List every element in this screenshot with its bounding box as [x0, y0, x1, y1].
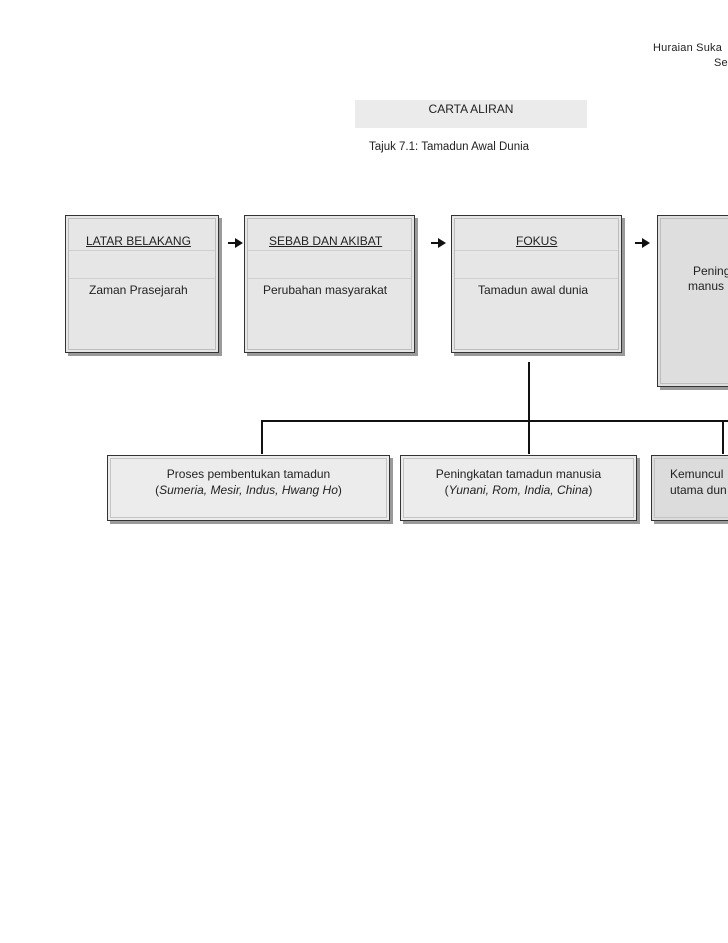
connector-drop-2: [528, 420, 530, 454]
connector-drop-1: [261, 420, 263, 454]
branch-examples: Sumeria, Mesir, Indus, Hwang Ho: [159, 483, 338, 497]
branch-line-2: (Yunani, Rom, India, China): [444, 483, 593, 497]
flow-box-text: Perubahan masyarakat: [263, 283, 388, 297]
branch-box-proses-pembentukan: Proses pembentukan tamadun (Sumeria, Mes…: [107, 455, 390, 521]
branch-line-1: Proses pembentukan tamadun: [166, 467, 331, 481]
header-line-1: Huraian Suka: [653, 42, 723, 54]
flow-box-label: SEBAB DAN AKIBAT: [269, 234, 383, 248]
page-title: CARTA ALIRAN: [355, 100, 587, 128]
branch-line-2: (Sumeria, Mesir, Indus, Hwang Ho): [155, 483, 342, 497]
flow-arrow-1: [228, 238, 243, 248]
flow-box-text-line-1: Pening: [693, 264, 728, 278]
branch-box-peningkatan-tamadun: Peningkatan tamadun manusia (Yunani, Rom…: [400, 455, 637, 521]
flow-box-text: Zaman Prasejarah: [89, 283, 188, 297]
branch-line-1: Peningkatan tamadun manusia: [435, 467, 602, 481]
flow-box-peningkatan: Pening manus: [657, 215, 728, 387]
connector-vertical-main: [528, 362, 530, 422]
flow-box-text-line-2: manus: [688, 279, 725, 293]
flow-box-fokus: FOKUS Tamadun awal dunia: [451, 215, 622, 353]
flow-arrow-3: [635, 238, 650, 248]
flow-box-label: FOKUS: [516, 234, 558, 248]
branch-line-1: Kemuncul: [670, 467, 724, 481]
flow-box-text: Tamadun awal dunia: [478, 283, 589, 297]
header-line-2: Se: [714, 57, 728, 69]
connector-drop-3: [722, 420, 724, 454]
branch-examples: Yunani, Rom, India, China: [448, 483, 589, 497]
flow-box-latar-belakang: LATAR BELAKANG Zaman Prasejarah: [65, 215, 219, 353]
branch-box-kemunculan: Kemuncul utama dun: [651, 455, 728, 521]
connector-horizontal: [261, 420, 728, 422]
flow-box-label: LATAR BELAKANG: [86, 234, 191, 248]
page-subtitle: Tajuk 7.1: Tamadun Awal Dunia: [369, 141, 530, 153]
branch-line-2: utama dun: [670, 483, 727, 497]
flow-arrow-2: [431, 238, 446, 248]
flow-box-sebab-dan-akibat: SEBAB DAN AKIBAT Perubahan masyarakat: [244, 215, 415, 353]
